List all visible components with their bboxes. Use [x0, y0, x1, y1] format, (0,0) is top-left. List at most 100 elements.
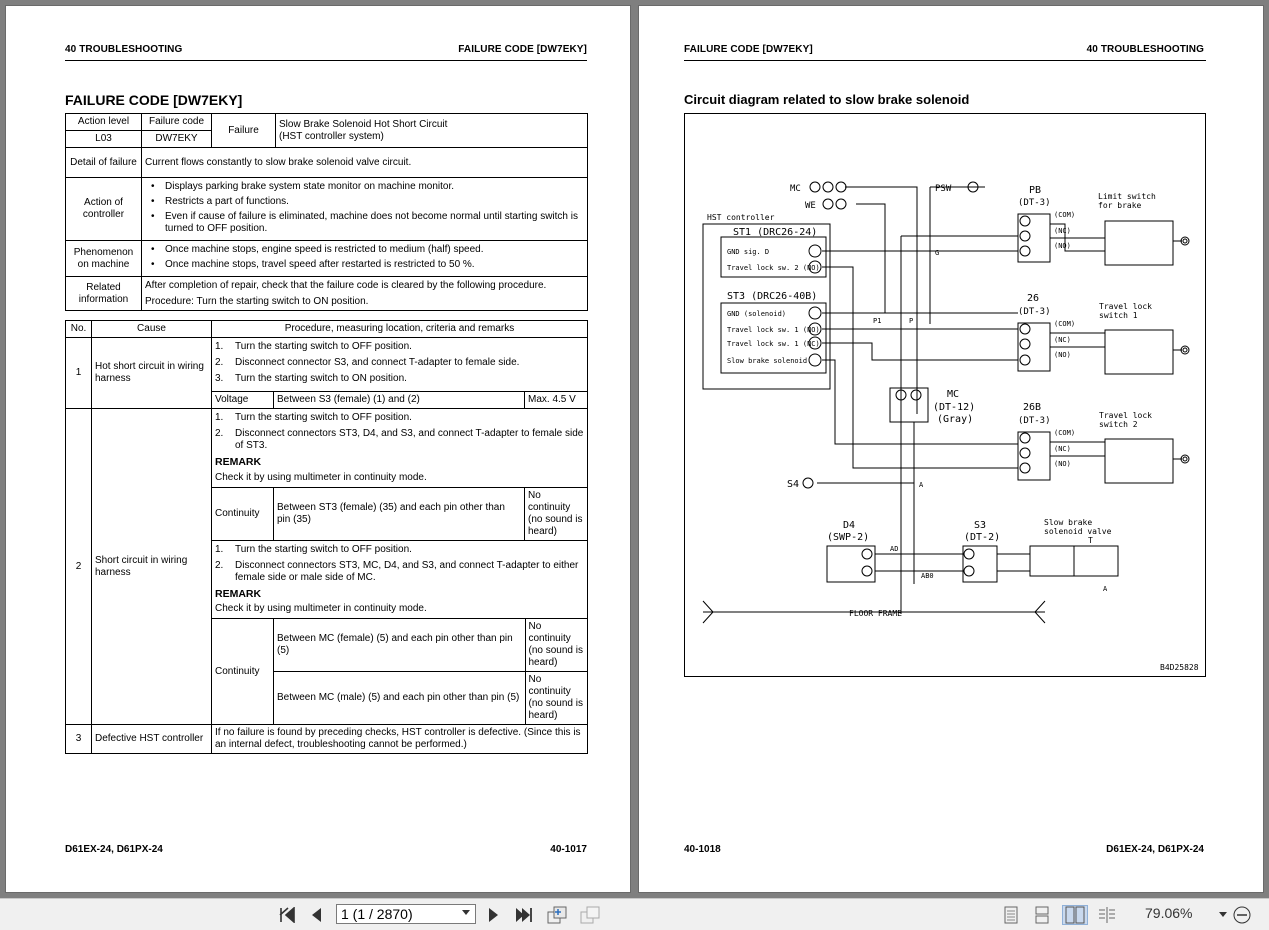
row-procedure: 1.Turn the starting switch to OFF positi… — [211, 539, 588, 620]
remark-text: Check it by using multimeter in continui… — [215, 471, 427, 483]
detail-text: Current flows constantly to slow brake s… — [141, 147, 588, 178]
n26-nc-label: (NC) — [1054, 336, 1071, 344]
travel-lock-2-box — [1104, 438, 1174, 484]
st3-pin4-label: Slow brake solenoid — [727, 357, 807, 365]
page-footer-right: 40-1017 — [550, 844, 587, 855]
valve-a-label: A — [1103, 585, 1108, 593]
mc-dt-label: (DT-12) — [933, 402, 975, 413]
zoom-level[interactable]: 79.06% — [1145, 905, 1193, 921]
drawing-code: B4D25828 — [1160, 663, 1199, 672]
d4-label: D4 — [843, 520, 855, 531]
pb-no-label: (NO) — [1054, 242, 1071, 250]
n26b-dt-label: (DT-3) — [1018, 416, 1051, 426]
related-line1: After completion of repair, check that t… — [145, 280, 547, 291]
pb-dt-label: (DT-3) — [1018, 198, 1051, 208]
pb-com-label: (COM) — [1054, 211, 1075, 219]
n26-com-label: (COM) — [1054, 320, 1075, 328]
n26b-no-label: (NO) — [1054, 460, 1071, 468]
n26b-nc-label: (NC) — [1054, 445, 1071, 453]
limit-switch-label1: Limit switch — [1098, 192, 1156, 201]
delete-pages-icon[interactable] — [578, 905, 602, 925]
measure-value: Max. 4.5 V — [524, 391, 588, 409]
step: 2.Disconnect connectors ST3, D4, and S3,… — [215, 428, 584, 451]
continuity-subtable: Between MC (female) (5) and each pin oth… — [274, 619, 587, 725]
step: 2.Disconnect connectors ST3, MC, D4, and… — [215, 559, 579, 583]
wire-ad-label: AD — [890, 545, 898, 553]
document-viewport[interactable]: 40 TROUBLESHOOTING FAILURE CODE [DW7EKY]… — [0, 0, 1269, 898]
hst-controller-label: HST controller — [707, 213, 775, 222]
row-procedure: If no failure is found by preceding chec… — [211, 724, 588, 755]
row-cause: Hot short circuit in wiring harness — [91, 337, 212, 409]
mc-top-label: MC — [790, 184, 801, 194]
zoom-dropdown-icon[interactable] — [1216, 905, 1230, 925]
related-line2: Procedure: Turn the starting switch to O… — [145, 296, 369, 307]
page-header-left: 40 TROUBLESHOOTING — [65, 44, 183, 55]
we-label: WE — [805, 201, 816, 211]
d4-connector — [826, 545, 876, 583]
measure-label: Voltage — [211, 391, 274, 409]
travel-lock1-label2: switch 1 — [1099, 311, 1138, 320]
continuity-label: Continuity — [211, 618, 274, 726]
page-dropdown-icon[interactable] — [462, 910, 470, 915]
n26-dt-label: (DT-3) — [1018, 307, 1051, 317]
valve-body-right — [1073, 545, 1119, 577]
step: 1.Turn the starting switch to OFF positi… — [215, 341, 412, 352]
page-number-field[interactable] — [336, 904, 476, 924]
failure-text-line1: Slow Brake Solenoid Hot Short Circuit — [279, 118, 448, 130]
remark-text: Check it by using multimeter in continui… — [215, 603, 427, 615]
related-cell: After completion of repair, check that t… — [141, 276, 588, 311]
navigation-toolbar — [0, 898, 1269, 930]
failure-code-label: Failure code — [141, 113, 212, 131]
insert-pages-icon[interactable] — [545, 905, 569, 925]
col-procedure-header: Procedure, measuring location, criteria … — [211, 320, 588, 338]
detail-label: Detail of failure — [65, 147, 142, 178]
floor-frame-label: FLOOR FRAME — [849, 609, 902, 618]
remark-heading: REMARK — [215, 456, 262, 468]
action-item: Displays parking brake system state moni… — [145, 181, 584, 193]
circuit-diagram-svg: MC WE PSW HST controller ST1 (DRC26-24) … — [702, 181, 1199, 672]
book-view-icon[interactable] — [1096, 905, 1118, 925]
page-header-right: 40 TROUBLESHOOTING — [1086, 44, 1204, 55]
page-title: FAILURE CODE [DW7EKY] — [65, 92, 243, 108]
travel-lock-1-box — [1104, 329, 1174, 375]
col-no-header: No. — [65, 320, 92, 338]
mc-label: MC — [947, 389, 959, 400]
wire-ab0-label: AB0 — [921, 572, 934, 580]
single-page-view-icon[interactable] — [1000, 905, 1022, 925]
continuous-view-icon[interactable] — [1031, 905, 1053, 925]
next-page-icon[interactable] — [484, 905, 504, 925]
page-left: 40 TROUBLESHOOTING FAILURE CODE [DW7EKY]… — [5, 5, 631, 893]
st3-pin1-label: GND (solenoid) — [727, 310, 786, 318]
failure-text: Slow Brake Solenoid Hot Short Circuit (H… — [275, 113, 588, 148]
action-cell: Displays parking brake system state moni… — [141, 177, 588, 241]
measure-location: Between S3 (female) (1) and (2) — [273, 391, 525, 409]
zoom-out-icon[interactable] — [1232, 905, 1252, 925]
phenomenon-cell: Once machine stops, engine speed is rest… — [141, 240, 588, 277]
two-page-view-icon[interactable] — [1062, 905, 1088, 925]
row-cause: Defective HST controller — [91, 724, 212, 755]
pb-nc-label: (NC) — [1054, 227, 1071, 235]
wire-p1-label: P1 — [873, 317, 881, 325]
mc-gray-label: (Gray) — [937, 414, 973, 425]
action-level-label: Action level — [65, 113, 142, 131]
last-page-icon[interactable] — [512, 905, 536, 925]
row-procedure: 1.Turn the starting switch to OFF positi… — [211, 337, 588, 392]
row-procedure: 1.Turn the starting switch to OFF positi… — [211, 408, 588, 488]
previous-page-icon[interactable] — [306, 905, 326, 925]
continuity-value: No continuity (no sound is heard) — [524, 619, 587, 672]
wire-g-label: G — [935, 249, 939, 257]
step: 1.Turn the starting switch to OFF positi… — [215, 543, 412, 555]
st3-connector — [720, 302, 827, 374]
st1-connector — [720, 236, 827, 278]
action-item: Restricts a part of functions. — [145, 196, 584, 208]
pb-label: PB — [1029, 185, 1041, 196]
phenomenon-item: Once machine stops, travel speed after r… — [145, 259, 584, 271]
step: 2.Disconnect connector S3, and connect T… — [215, 357, 520, 368]
cause-table: No. Cause Procedure, measuring location,… — [65, 320, 588, 755]
phenomenon-item: Once machine stops, engine speed is rest… — [145, 244, 584, 256]
st3-pin2-label: Travel lock sw. 1 (NO) — [727, 326, 820, 334]
first-page-icon[interactable] — [277, 905, 299, 925]
circuit-diagram: MC WE PSW HST controller ST1 (DRC26-24) … — [684, 113, 1206, 677]
n26-no-label: (NO) — [1054, 351, 1071, 359]
pb-connector — [1017, 213, 1051, 263]
